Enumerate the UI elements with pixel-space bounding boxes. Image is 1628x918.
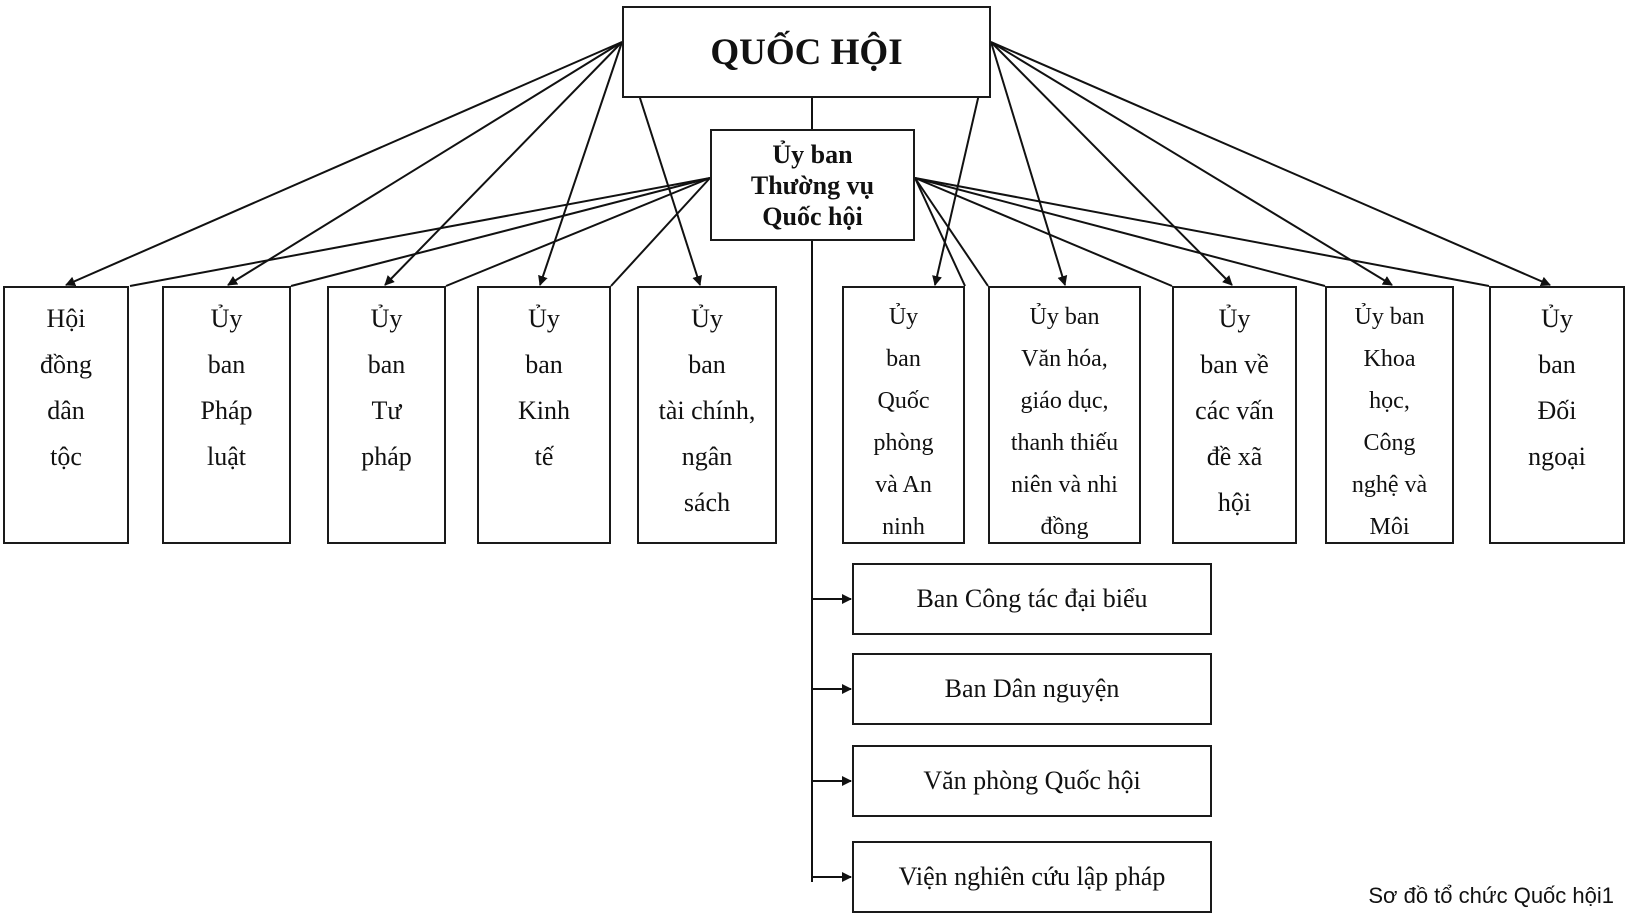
committee-label-line: Văn hóa, bbox=[1021, 346, 1108, 372]
committee-label-line: pháp bbox=[361, 442, 412, 471]
committee-label-line: Pháp bbox=[200, 396, 253, 425]
committee-label-line: tế bbox=[534, 442, 554, 471]
committee-label-line: giáo dục, bbox=[1020, 388, 1109, 414]
committee-hoi-dong-dan-toc: Hội đồng dân tộc bbox=[3, 286, 129, 544]
committee-label-line: ngân bbox=[681, 442, 733, 471]
committee-label-line: dân bbox=[47, 396, 85, 425]
standing-link-right-3 bbox=[914, 177, 1326, 287]
committee-label-line: sách bbox=[683, 488, 731, 517]
diagram-caption: Sơ đồ tổ chức Quốc hội1 bbox=[1368, 883, 1614, 908]
standing-link-right-1 bbox=[914, 177, 989, 287]
quoc-hoi-box: QUỐC HỘI bbox=[622, 6, 991, 98]
standing-committee-line: Quốc hội bbox=[762, 201, 863, 231]
committee-label-line: Ủy bbox=[1541, 304, 1573, 333]
committee-label-line: tài chính, bbox=[658, 396, 756, 425]
quoc-hoi-arrow-10 bbox=[990, 41, 1551, 286]
side-unit-label: Ban Công tác đại biểu bbox=[916, 584, 1148, 613]
committee-label-line: Hội bbox=[46, 304, 86, 333]
standing-committee-line: Ủy ban bbox=[772, 139, 853, 169]
committee-label-line: Môi bbox=[1369, 514, 1410, 540]
committee-label-line: Đối bbox=[1537, 396, 1577, 425]
committee-label-line: Tư bbox=[371, 396, 402, 425]
standing-link-left-2 bbox=[290, 177, 711, 287]
standing-link-left-1 bbox=[129, 177, 711, 287]
committee-label-line: niên và nhi bbox=[1011, 472, 1118, 498]
committee-label-line: Ủy bbox=[528, 304, 560, 333]
committee-label-line: Ủy bbox=[691, 304, 723, 333]
side-unit-label: Văn phòng Quốc hội bbox=[923, 766, 1141, 795]
committee-label-line: các vấn bbox=[1195, 396, 1274, 425]
committee-label-line: Ủy bbox=[370, 304, 403, 333]
standing-link-right-5 bbox=[914, 177, 966, 287]
committee-label-line: tộc bbox=[50, 442, 82, 471]
ban-dan-nguyen-box: Ban Dân nguyện bbox=[852, 653, 1212, 725]
quoc-hoi-arrow-8 bbox=[990, 41, 1233, 286]
standing-committee-box: Ủy ban Thường vụ Quốc hội bbox=[710, 129, 915, 241]
committee-label-line: Ủy bbox=[1218, 304, 1251, 333]
vien-nghien-cuu-lap-phap-box: Viện nghiên cứu lập pháp bbox=[852, 841, 1212, 913]
committee-label-line: đồng bbox=[1040, 514, 1089, 540]
committee-label-line: phòng bbox=[873, 430, 934, 456]
committee-label-line: ban bbox=[886, 346, 921, 372]
committee-label-line: ngoại bbox=[1528, 442, 1586, 471]
committee-label-line: ban bbox=[1538, 350, 1576, 379]
quoc-hoi-arrow-1 bbox=[65, 41, 623, 286]
quoc-hoi-arrow-7 bbox=[990, 41, 1068, 286]
side-unit-label: Viện nghiên cứu lập pháp bbox=[898, 862, 1166, 891]
quoc-hoi-arrow-4 bbox=[538, 41, 623, 286]
committee-label-line: Quốc bbox=[877, 388, 930, 414]
ban-cong-tac-dai-bieu-box: Ban Công tác đại biểu bbox=[852, 563, 1212, 635]
committee-label-line: hội bbox=[1217, 488, 1252, 517]
committee-label-line: Khoa bbox=[1363, 346, 1416, 372]
van-phong-quoc-hoi-box: Văn phòng Quốc hội bbox=[852, 745, 1212, 817]
committee-label-line: Ủy bbox=[210, 304, 243, 333]
committee-label-line: ban bbox=[207, 350, 246, 379]
quoc-hoi-arrow-9 bbox=[990, 41, 1393, 286]
standing-link-right-4 bbox=[914, 177, 1490, 287]
committee-uy-ban-ve-cac-van-de-xa-hoi: Ủy ban về các vấn đề xã hội bbox=[1172, 286, 1297, 544]
standing-link-left-3 bbox=[445, 177, 711, 287]
committee-label-line: Ủy bbox=[888, 304, 919, 330]
standing-link-left-4 bbox=[610, 177, 711, 287]
committee-uy-ban-tai-chinh-ngan-sach: Ủy ban tài chính, ngân sách bbox=[637, 286, 777, 544]
standing-committee-line: Thường vụ bbox=[750, 170, 875, 200]
committee-label-line: đồng bbox=[40, 350, 92, 379]
committee-label-line: ban bbox=[367, 350, 406, 379]
committee-label-line: ban về bbox=[1200, 350, 1269, 379]
committee-label-line: đề xã bbox=[1206, 442, 1263, 471]
committee-label-line: ban bbox=[688, 350, 726, 379]
committee-label-line: Ủy ban bbox=[1029, 304, 1100, 330]
committee-label-line: luật bbox=[207, 442, 246, 471]
committee-label-line: thanh thiếu bbox=[1010, 430, 1119, 456]
committee-label-line: và An bbox=[875, 472, 932, 498]
quoc-hoi-title: QUỐC HỘI bbox=[710, 31, 903, 73]
standing-link-right-2 bbox=[914, 177, 1173, 287]
committee-label-line: Kinh bbox=[518, 396, 570, 425]
committee-label-line: Công bbox=[1363, 430, 1416, 456]
committee-label-line: học, bbox=[1369, 388, 1410, 414]
committee-label-line: ban bbox=[525, 350, 563, 379]
committee-label-line: ninh bbox=[882, 514, 925, 540]
committee-label-line: Ủy ban bbox=[1354, 304, 1425, 330]
committee-label-line: nghệ và bbox=[1351, 472, 1428, 498]
quoc-hoi-arrow-2 bbox=[227, 41, 623, 286]
quoc-hoi-arrow-3 bbox=[384, 41, 623, 286]
side-unit-label: Ban Dân nguyện bbox=[944, 674, 1120, 703]
